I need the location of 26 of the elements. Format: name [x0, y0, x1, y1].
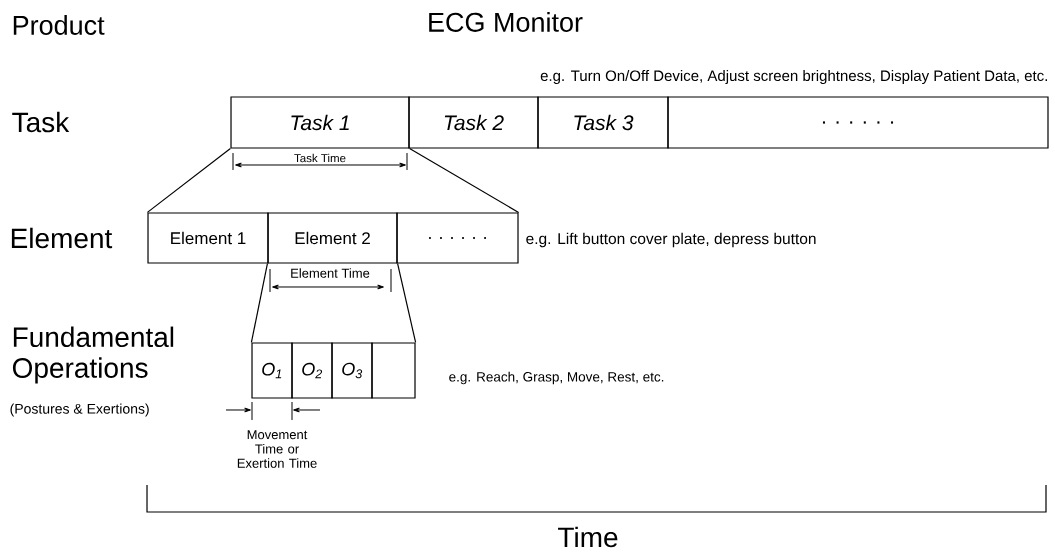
zoom-line	[409, 148, 520, 213]
level-label: Fundamental Operations	[12, 326, 174, 384]
operation-cell	[371, 342, 416, 399]
dimension-label: Element Time	[291, 268, 370, 278]
task-cell: Task 3	[537, 96, 669, 149]
task-cell: . . . . . .	[667, 96, 1049, 149]
level-label: Element	[11, 227, 113, 249]
level-label: Task	[12, 111, 70, 133]
heading: ECG Monitor	[429, 12, 583, 32]
axis-label: Time	[558, 526, 618, 548]
operation-cell: O$_{3}$	[331, 342, 373, 399]
zoom-line	[146, 148, 231, 213]
task-cell: Task 1	[230, 96, 410, 149]
heading: Product	[13, 15, 105, 35]
operation-cell: O$_{2}$	[291, 342, 333, 399]
example-text: e.g. Turn On/Off Device, Adjust screen brightness, Display Patient Data, etc.	[540, 70, 1047, 84]
operation-cell: O$_{1}$	[251, 342, 293, 399]
level-sublabel: (Postures & Exertions)	[10, 403, 149, 417]
element-cell: Element 1	[147, 212, 269, 264]
zoom-line	[397, 263, 417, 343]
element-cell: Element 2	[267, 212, 398, 264]
zoom-line	[250, 263, 268, 343]
example-text: e.g. Reach, Grasp, Move, Rest, etc.	[449, 371, 664, 385]
task-cell: Task 2	[408, 96, 539, 149]
element-cell: . . . . . .	[396, 212, 519, 264]
dimension-label: Movement Time or Exertion Time	[237, 430, 317, 468]
